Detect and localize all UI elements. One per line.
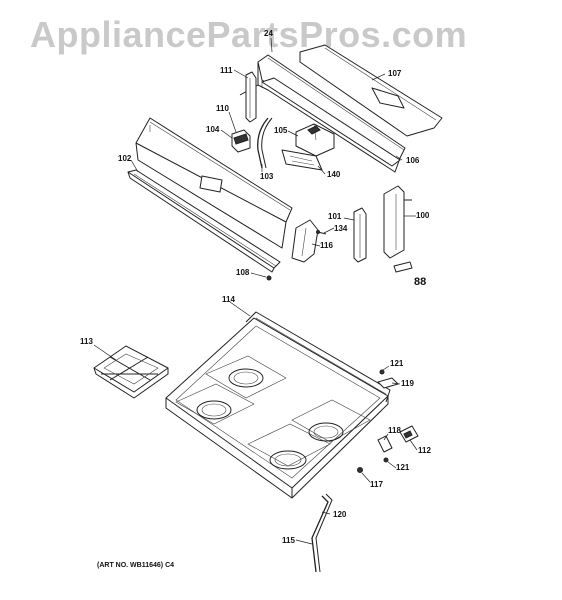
part-121-screw-upper [379,369,385,375]
art-number: (ART NO. WB11646) C4 [97,562,175,569]
callout-24: 24 [264,29,273,38]
callout-121-upper: 121 [390,359,404,368]
watermark: AppliancePartsPros.com [30,14,468,55]
part-134-screw [316,230,327,235]
part-101-bracket [353,207,367,263]
callout-103: 103 [260,172,274,181]
callout-118: 118 [388,426,401,435]
part-107-top-cover [299,44,443,137]
part-88-clip [393,261,413,273]
callout-104: 104 [206,125,220,134]
part-113-grate [93,345,169,399]
callout-119: 119 [401,379,414,388]
part-115-rod [311,493,333,573]
part-104-control-panel [135,117,293,249]
callout-102: 102 [118,154,132,163]
callout-107: 107 [388,69,402,78]
callout-121-lower: 121 [396,463,410,472]
part-140-plate [281,149,323,171]
callout-112: 112 [418,446,431,455]
leader-lines [93,37,418,545]
callout-108: 108 [236,268,250,277]
callout-117: 117 [370,480,383,489]
part-118-bracket [377,435,393,453]
callout-114: 114 [222,295,235,304]
callout-105: 105 [274,126,288,135]
part-119-bracket [377,377,399,389]
callout-111: 111 [220,66,233,75]
part-112-clip [399,425,419,443]
part-108-screw [266,275,272,281]
part-117-nut [357,467,363,473]
callout-113: 113 [80,337,93,346]
callout-134: 134 [334,224,348,233]
part-121-screw-lower [383,457,389,463]
callout-140: 140 [327,170,341,179]
callout-100: 100 [416,211,430,220]
part-100-side-panel [383,185,412,259]
part-105-module [295,123,335,157]
part-110-switch [231,129,251,153]
callout-116: 116 [320,241,333,250]
part-116-end-cap [291,219,319,263]
part-103-tube [257,117,273,169]
callout-115: 115 [282,536,295,545]
part-111-left-bracket [245,71,257,123]
callout-120: 120 [333,510,347,519]
callout-106: 106 [406,156,420,165]
part-114-cooktop [165,311,391,499]
callout-110: 110 [216,104,229,113]
callout-88: 88 [414,276,427,288]
part-102-trim-rail [127,169,281,273]
part-106-backsplash [239,54,406,173]
callout-101: 101 [328,212,342,221]
